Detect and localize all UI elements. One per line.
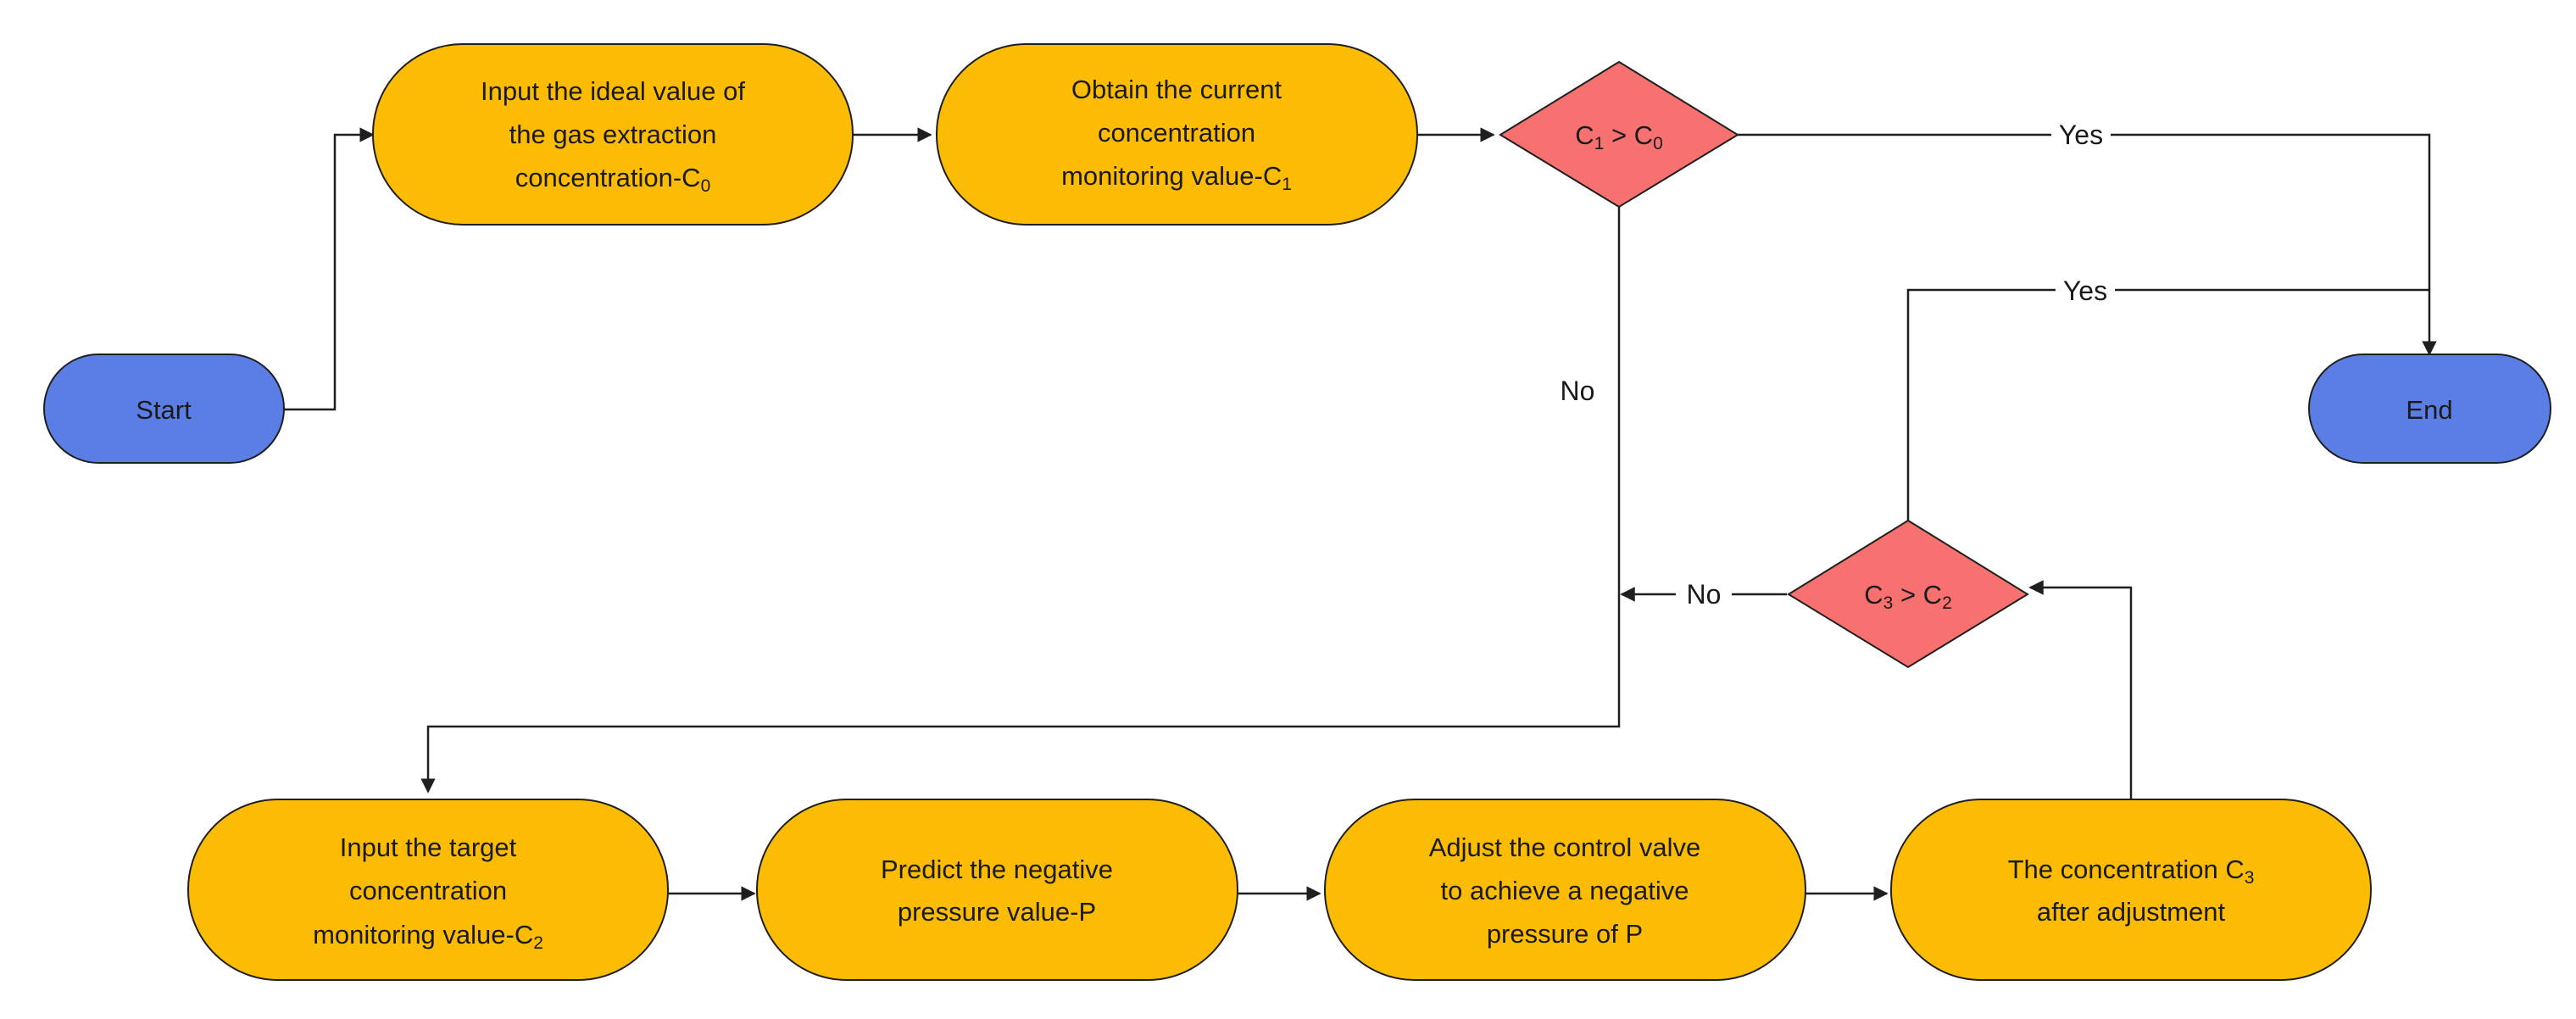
edges xyxy=(284,127,2437,901)
end-label: End xyxy=(2406,395,2452,425)
node-predict-pressure: Predict the negative pressure value-P xyxy=(756,799,1238,981)
edge-label-yes-top: Yes xyxy=(2059,120,2103,150)
edge-labels: Yes Yes No No xyxy=(1561,117,2115,613)
node-decision-c3-c2: C3 > C2 xyxy=(1787,519,2029,669)
node-input-target: Input the target concentration monitorin… xyxy=(187,799,669,981)
node-adjust-valve: Adjust the control valve to achieve a ne… xyxy=(1324,799,1806,981)
input-target-line3: monitoring value-C2 xyxy=(313,920,543,953)
obtain-current-line1: Obtain the current xyxy=(1071,75,1282,104)
predict-pressure-line2: pressure value-P xyxy=(898,897,1096,927)
node-end: End xyxy=(2308,354,2551,464)
edge-label-no-horizontal: No xyxy=(1687,579,1722,610)
edge-decision-c3-c2-yes-to-end xyxy=(1906,288,2429,521)
input-target-line2: concentration xyxy=(349,876,507,905)
node-input-ideal: Input the ideal value of the gas extract… xyxy=(372,43,854,226)
obtain-current-line2: concentration xyxy=(1098,118,1255,148)
edge-label-yes-mid: Yes xyxy=(2063,276,2107,306)
predict-pressure-line1: Predict the negative xyxy=(881,855,1113,884)
decision-c1-c0-label: C1 > C0 xyxy=(1575,120,1663,153)
edge-concentration-after-to-decision-c3-c2 xyxy=(2028,580,2133,799)
input-ideal-line3: concentration-C0 xyxy=(515,163,711,196)
decision-c3-c2-label: C3 > C2 xyxy=(1864,580,1952,613)
adjust-valve-line2: to achieve a negative xyxy=(1441,876,1689,905)
node-concentration-after: The concentration C3 after adjustment xyxy=(1890,799,2372,981)
adjust-valve-line1: Adjust the control valve xyxy=(1429,832,1701,862)
node-obtain-current: Obtain the current concentration monitor… xyxy=(936,43,1418,226)
concentration-after-line2: after adjustment xyxy=(2037,897,2226,927)
input-ideal-line1: Input the ideal value of xyxy=(481,76,745,106)
start-label: Start xyxy=(136,395,192,425)
concentration-after-line1: The concentration C3 xyxy=(2008,855,2255,888)
edge-decision-c1-c0-no-to-input-target xyxy=(420,207,1621,793)
edge-label-no-vertical: No xyxy=(1561,376,1595,406)
adjust-valve-line3: pressure of P xyxy=(1487,919,1643,949)
edge-decision-c1-c0-yes-to-end xyxy=(1738,133,2437,356)
input-ideal-line2: the gas extraction xyxy=(509,120,717,149)
obtain-current-line3: monitoring value-C1 xyxy=(1061,161,1292,194)
edge-start-to-input-ideal xyxy=(284,127,375,411)
node-start: Start xyxy=(43,354,285,464)
node-decision-c1-c0: C1 > C0 xyxy=(1499,60,1739,209)
input-target-line1: Input the target xyxy=(340,832,517,862)
